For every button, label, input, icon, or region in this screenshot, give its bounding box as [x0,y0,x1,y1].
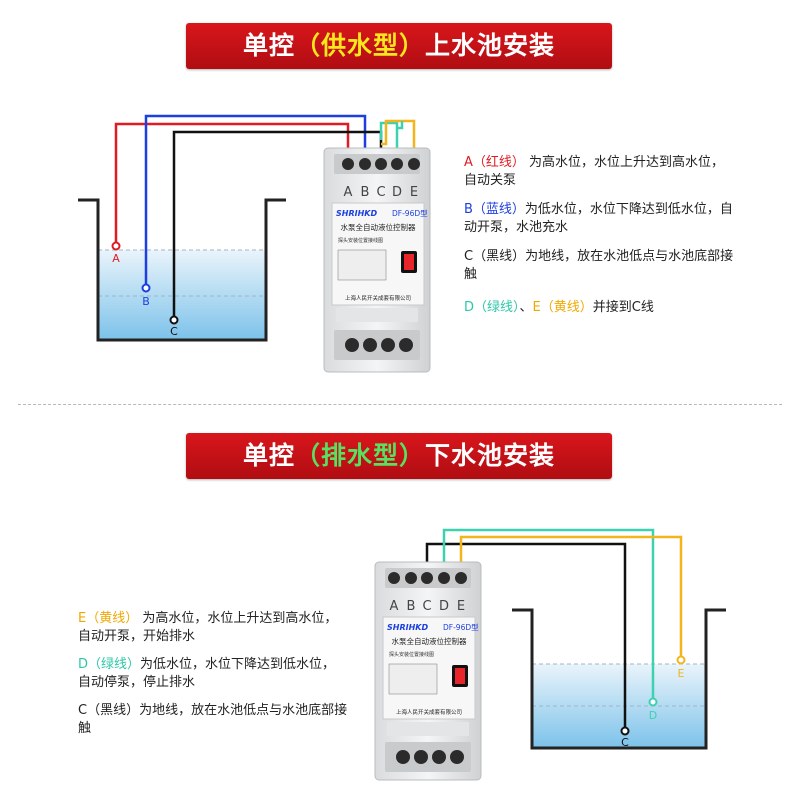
section1-desc-b: B（蓝线）为低水位，水位下降达到低水位，自动开泵，水池充水 [464,201,734,237]
section1-title-part1: 单控 [242,31,295,60]
section2-desc-d: D（绿线）为低水位，水位下降达到低水位，自动停泵，停止排水 [78,656,348,692]
probe-a [111,241,121,251]
device2-brand: SHRIHKD [387,623,428,632]
device2-terminal-d: D [439,599,449,614]
probe-b [141,283,151,293]
device2-wiring-chart [388,663,438,695]
controller-device-2: A B C D E SHRIHKD DF-96D型 水泵全自动液位控制器 探头安… [374,561,482,781]
device2-maker: 上海人民开关成套有限公司 [396,708,462,716]
section2-title-banner: 单控（排水型）下水池安装 [186,433,612,479]
device2-terminal-a: A [390,599,399,614]
device2-panel-caption: 探头安装位置接线图 [389,651,434,658]
device2-label-strip [387,722,469,736]
device1-wiring-chart [337,249,387,281]
tank2-wall [512,608,726,750]
section1-desc-c-text: 为地线，放在水池低点与水池底部接触 [464,249,734,282]
device1-bottom-screws [345,338,413,352]
device2-terminal-screws [388,572,467,584]
probe-c-2 [620,726,630,736]
probe-e [676,655,686,665]
section1-desc-c: C（黑线）为地线，放在水池低点与水池底部接触 [464,248,734,284]
section1-title-part2: （供水型） [294,31,425,60]
section2-desc-e-key: E（黄线） [78,611,139,626]
device1-maker: 上海人民开关成套有限公司 [345,294,411,302]
section1-desc-de-text: 并接到C线 [592,300,654,315]
device1-terminal-d: D [392,185,402,200]
device1-model: DF-96D型 [392,209,428,218]
device1-terminal-c: C [376,185,385,200]
controller-device-1: A B C D E SHRIHKD DF-96D型 水泵全自动液位控制器 探头安… [323,147,431,373]
device2-bottom-screws [396,750,464,764]
device2-terminal-e: E [457,599,465,614]
device2-name: 水泵全自动液位控制器 [392,636,467,646]
section2-desc-d-text: 为低水位，水位下降达到低水位，自动停泵，停止排水 [78,657,336,690]
wire-green-d [379,121,399,152]
section2-desc-d-key: D（绿线） [78,657,141,672]
section2-desc-c-text: 为地线，放在水池低点与水池底部接触 [78,703,348,736]
section2-title-part1: 单控 [242,441,295,470]
section-divider [18,404,782,405]
section1-desc-a-key: A（红线） [464,155,525,170]
probe-d [648,697,658,707]
section2-title-part2: （排水型） [294,441,425,470]
device2-model: DF-96D型 [443,623,479,632]
probe-c [169,315,179,325]
section1-desc-b-text: 为低水位，水位下降达到低水位，自动开泵，水池充水 [464,202,733,235]
section1-desc-d-key: D（绿线） [464,300,520,315]
probe-e-label: E [678,667,685,680]
section2-desc-c: C（黑线）为地线，放在水池低点与水池底部接触 [78,702,348,738]
section2-wiring-diagram: E D C A B C D E SHRIHKD DF-96D型 水泵全自动液位控… [374,528,726,781]
wire-red-a [114,122,350,244]
tank1 [78,198,286,342]
device1-terminal-e: E [410,185,418,200]
device1-panel-caption: 探头安装位置接线图 [338,237,383,244]
tank1-wall [78,198,286,342]
section2-title-part3: 下水池安装 [425,441,556,470]
device1-terminal-b: B [361,185,370,200]
device1-power-switch-rocker [404,254,414,270]
section1-desc-a-text: 为高水位，水位上升达到高水位，自动关泵 [464,155,725,188]
probe-d-label: D [649,709,657,722]
device2-power-switch-rocker [455,668,465,684]
probe-c-2-label: C [621,736,629,749]
section1-wiring-diagram: A B C A B C D E SHRIHKD DF-96D型 水泵全自动液位控… [78,114,431,373]
wire-yellow-e-2 [459,535,683,658]
section1-desc-e-key: E（黄线） [532,300,593,315]
device1-terminal-a: A [344,185,353,200]
section2-desc-c-key: C（黑线） [78,703,140,718]
wire-yellow-e [381,119,416,152]
device1-label-strip [336,308,418,322]
tank1-water [98,250,266,340]
section1-desc-b-key: B（蓝线） [464,202,525,217]
device2-terminal-b: B [407,599,416,614]
device1-name: 水泵全自动液位控制器 [341,222,416,232]
wire-green-d-jumper [397,121,404,130]
device1-brand: SHRIHKD [336,209,377,218]
device1-terminal-screws [342,158,420,170]
probe-c-label: C [170,325,178,338]
section1-title-banner: 单控（供水型）上水池安装 [186,23,612,69]
wire-blue-b [144,114,367,286]
wire-green-d-2 [442,528,655,700]
tank2 [512,608,726,750]
section1-desc-c-key: C（黑线） [464,249,526,264]
device2-terminal-c: C [422,599,431,614]
probe-a-label: A [112,252,120,265]
section1-title-part3: 上水池安装 [425,31,556,60]
wire-black-c-2 [425,542,627,729]
section2-desc-e-text: 为高水位，水位上升达到高水位，自动开泵，开始排水 [78,611,338,644]
section1-desc-a: A（红线） 为高水位，水位上升达到高水位，自动关泵 [464,154,734,190]
section1-desc-de-sep: 、 [519,300,533,315]
section2-desc-e: E（黄线） 为高水位，水位上升达到高水位，自动开泵，开始排水 [78,610,348,646]
probe-b-label: B [142,295,150,308]
section1-desc-de: D（绿线）、E（黄线）并接到C线 [464,299,744,317]
wire-black-c [172,130,383,318]
